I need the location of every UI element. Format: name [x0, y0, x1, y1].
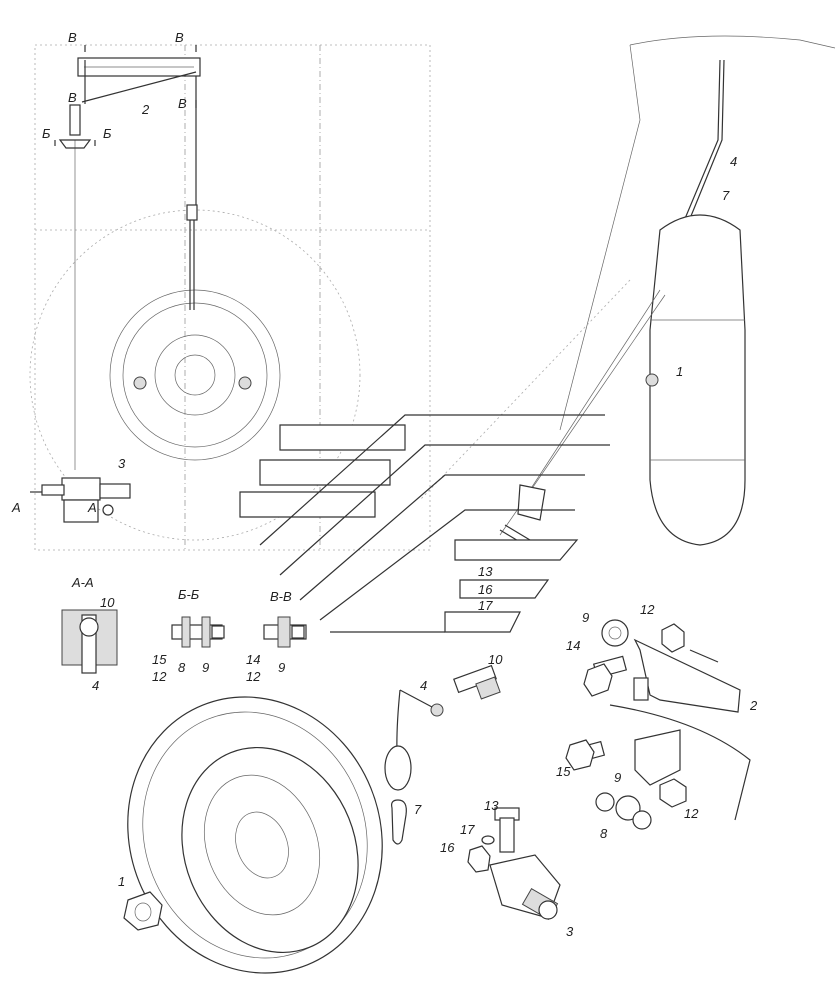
spare-tire [127, 696, 383, 974]
callout-14: 14 [566, 638, 580, 653]
callout-13-side: 13 [478, 564, 493, 579]
callout-2: 2 [749, 698, 758, 713]
callout-4-side: 4 [730, 154, 737, 169]
callout-17: 17 [460, 822, 475, 837]
exploded-parts: 9 12 14 2 4 10 15 9 12 8 7 13 17 16 1 3 [118, 602, 758, 974]
marker-v-2: В [175, 30, 184, 45]
callout-15: 15 [556, 764, 571, 779]
callout-2-plan: 2 [141, 102, 150, 117]
marker-v-3: В [68, 90, 77, 105]
callout-14-vv: 14 [246, 652, 260, 667]
callout-10-aa: 10 [100, 595, 115, 610]
callout-12-bb: 12 [152, 669, 167, 684]
callout-16-side: 16 [478, 582, 493, 597]
marker-a-1: А [11, 500, 21, 515]
callout-15-bb: 15 [152, 652, 167, 667]
callout-7-side: 7 [722, 188, 730, 203]
callout-4-aa: 4 [92, 678, 99, 693]
section-aa: А-А 10 4 [61, 575, 118, 693]
callout-9-vv: 9 [278, 660, 285, 675]
callout-12-b: 12 [684, 806, 699, 821]
callout-9-a: 9 [582, 610, 589, 625]
callout-9-bb: 9 [202, 660, 209, 675]
callout-13: 13 [484, 798, 499, 813]
callout-4: 4 [420, 678, 427, 693]
carrier-side-view: 4 7 1 13 16 17 [239, 35, 836, 633]
marker-b-1: Б [42, 126, 51, 141]
section-vv-title: В-В [270, 589, 292, 604]
carrier-plan-view: В В В В Б Б А А 2 3 [11, 30, 431, 551]
section-bb: Б-Б 15 12 8 9 [152, 587, 225, 684]
callout-17-side: 17 [478, 598, 493, 613]
marker-a-2: А [87, 500, 97, 515]
marker-v-4: В [178, 96, 187, 111]
callout-3: 3 [566, 924, 574, 939]
callout-9-b: 9 [614, 770, 621, 785]
wheel-nut [123, 891, 163, 931]
callout-7: 7 [414, 802, 422, 817]
callout-3-plan: 3 [118, 456, 126, 471]
section-vv: В-В 14 12 9 [246, 589, 307, 684]
callout-1-side: 1 [676, 364, 683, 379]
callout-12-vv: 12 [246, 669, 261, 684]
callout-16: 16 [440, 840, 455, 855]
marker-b-2: Б [103, 126, 112, 141]
section-aa-title: А-А [71, 575, 94, 590]
callout-8-bb: 8 [178, 660, 186, 675]
callout-1: 1 [118, 874, 125, 889]
marker-v-1: В [68, 30, 77, 45]
callout-10: 10 [488, 652, 503, 667]
section-bb-title: Б-Б [178, 587, 200, 602]
callout-8: 8 [600, 826, 608, 841]
callout-12-a: 12 [640, 602, 655, 617]
